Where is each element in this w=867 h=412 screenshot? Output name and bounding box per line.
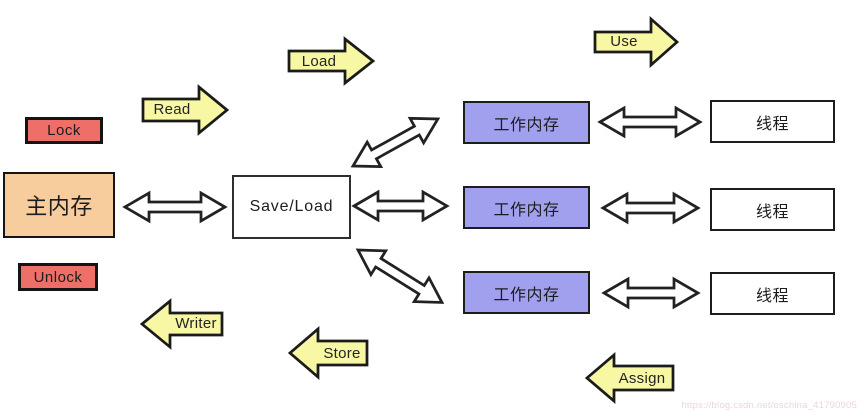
working-memory-box-1: 工作内存: [463, 101, 590, 144]
writer-arrow-left: [139, 298, 224, 350]
lock-box: Lock: [25, 117, 103, 144]
assign-arrow-left: [584, 352, 675, 404]
save-load-box: Save/Load: [232, 175, 351, 239]
thread-box-2: 线程: [710, 188, 835, 231]
duplex-arrow-saveload-workingmemory-1: [350, 116, 441, 169]
load-arrow-right: [287, 36, 376, 86]
working-memory-box-3: 工作内存: [463, 271, 590, 314]
duplex-arrow-saveload-workingmemory-2: [351, 189, 450, 223]
main-memory-box: 主内存: [3, 172, 115, 238]
duplex-arrow-saveload-workingmemory-3: [355, 248, 445, 304]
duplex-arrow-workingmemory3-thread3: [601, 276, 701, 310]
use-arrow-label: Use: [610, 33, 638, 50]
thread-box-1: 线程: [710, 100, 835, 143]
duplex-arrow-workingmemory2-thread2: [600, 191, 701, 225]
store-arrow-label: Store: [323, 344, 361, 362]
use-arrow-right: [593, 15, 680, 69]
thread-box-3: 线程: [710, 272, 835, 315]
duplex-arrow-mainmemory-saveload: [122, 190, 228, 224]
writer-arrow-label: Writer: [175, 315, 217, 332]
read-arrow-label: Read: [153, 101, 191, 118]
read-arrow-right: [141, 84, 230, 136]
load-arrow-label: Load: [301, 52, 337, 70]
watermark-url: https://blog.csdn.net/oschina_41790905: [681, 400, 857, 411]
working-memory-box-2: 工作内存: [463, 186, 590, 229]
duplex-arrow-workingmemory1-thread1: [597, 105, 703, 139]
assign-arrow-label: Assign: [618, 369, 666, 387]
unlock-box: Unlock: [18, 263, 98, 291]
store-arrow-left: [287, 326, 369, 380]
